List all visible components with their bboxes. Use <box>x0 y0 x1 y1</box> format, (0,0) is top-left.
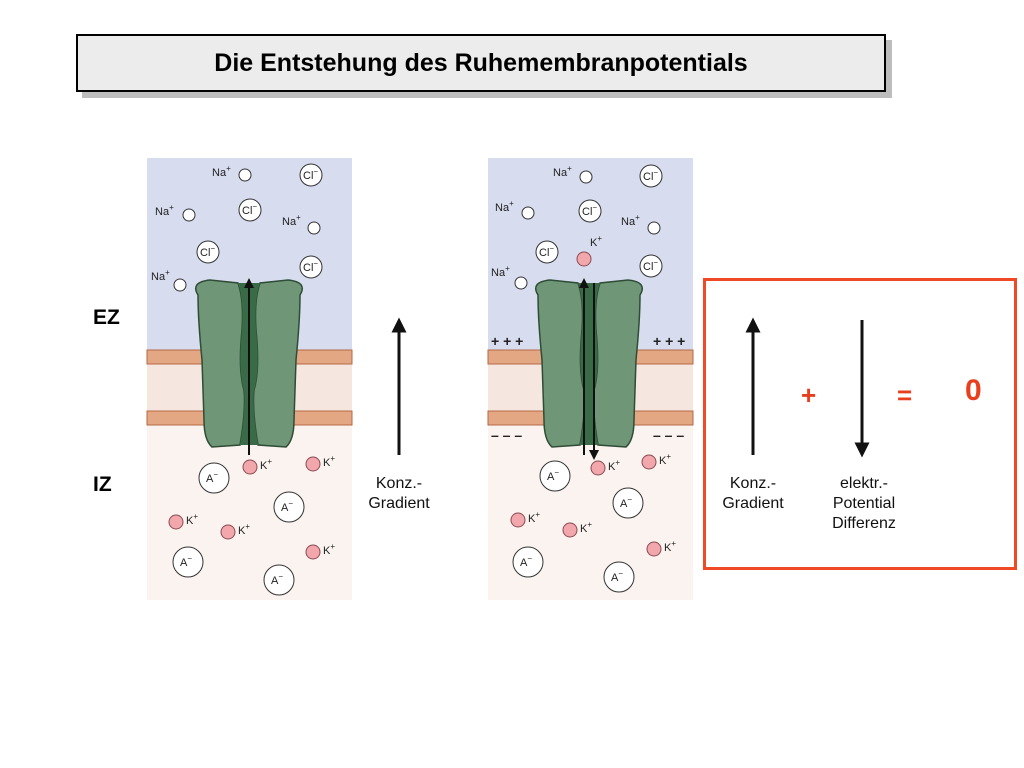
caption-line: Konz.- <box>729 475 777 492</box>
potential-difference-caption: elektr.- Potential Differenz <box>816 474 912 534</box>
charge-minus-right: – – – <box>653 427 684 443</box>
panel-2: + + + + + + – – – – – – Na+ Cl− Na+ Cl− … <box>487 158 694 600</box>
panel-1: Na+ Cl− Na+ Cl− Na+ Cl− Cl− Na+ A− K+ K+… <box>146 158 353 600</box>
equals-symbol: = <box>897 380 913 410</box>
result-zero: 0 <box>965 374 982 407</box>
iz-label: IZ <box>93 473 112 496</box>
caption-line: elektr.- <box>839 475 888 492</box>
conc-gradient-caption-1: Konz.- Gradient <box>356 474 442 514</box>
title-box: Die Entstehung des Ruhemembranpotentials <box>76 34 886 92</box>
charge-plus-left: + + + <box>491 333 523 349</box>
charge-plus-right: + + + <box>653 333 685 349</box>
ions-extracellular-1: Na+ Cl− Na+ Cl− Na+ Cl− Cl− Na+ <box>151 163 323 292</box>
ion-channel-1 <box>195 279 303 448</box>
charge-minus-left: – – – <box>491 427 522 443</box>
conc-gradient-caption-2: Konz.- Gradient <box>710 474 796 514</box>
ion-channel-2 <box>535 279 643 448</box>
caption-line: Differenz <box>832 515 896 532</box>
ions-extracellular-2: Na+ Cl− Na+ Cl− Na+ Cl− K+ Cl− Na+ <box>491 164 663 290</box>
page-title: Die Entstehung des Ruhemembranpotentials <box>214 48 748 77</box>
ez-label: EZ <box>93 306 120 329</box>
ions-intracellular-1: A− K+ K+ A− K+ K+ A− K+ A− <box>168 454 335 596</box>
equilibrium-highlight-box <box>703 278 1017 570</box>
plus-symbol: + <box>801 380 817 410</box>
caption-line: Gradient <box>722 495 784 512</box>
caption-line: Konz.- <box>375 475 423 492</box>
caption-line: Potential <box>832 495 896 512</box>
caption-line: Gradient <box>368 495 430 512</box>
ions-intracellular-2: A− K+ K+ A− K+ K+ A− K+ A− <box>510 452 676 593</box>
